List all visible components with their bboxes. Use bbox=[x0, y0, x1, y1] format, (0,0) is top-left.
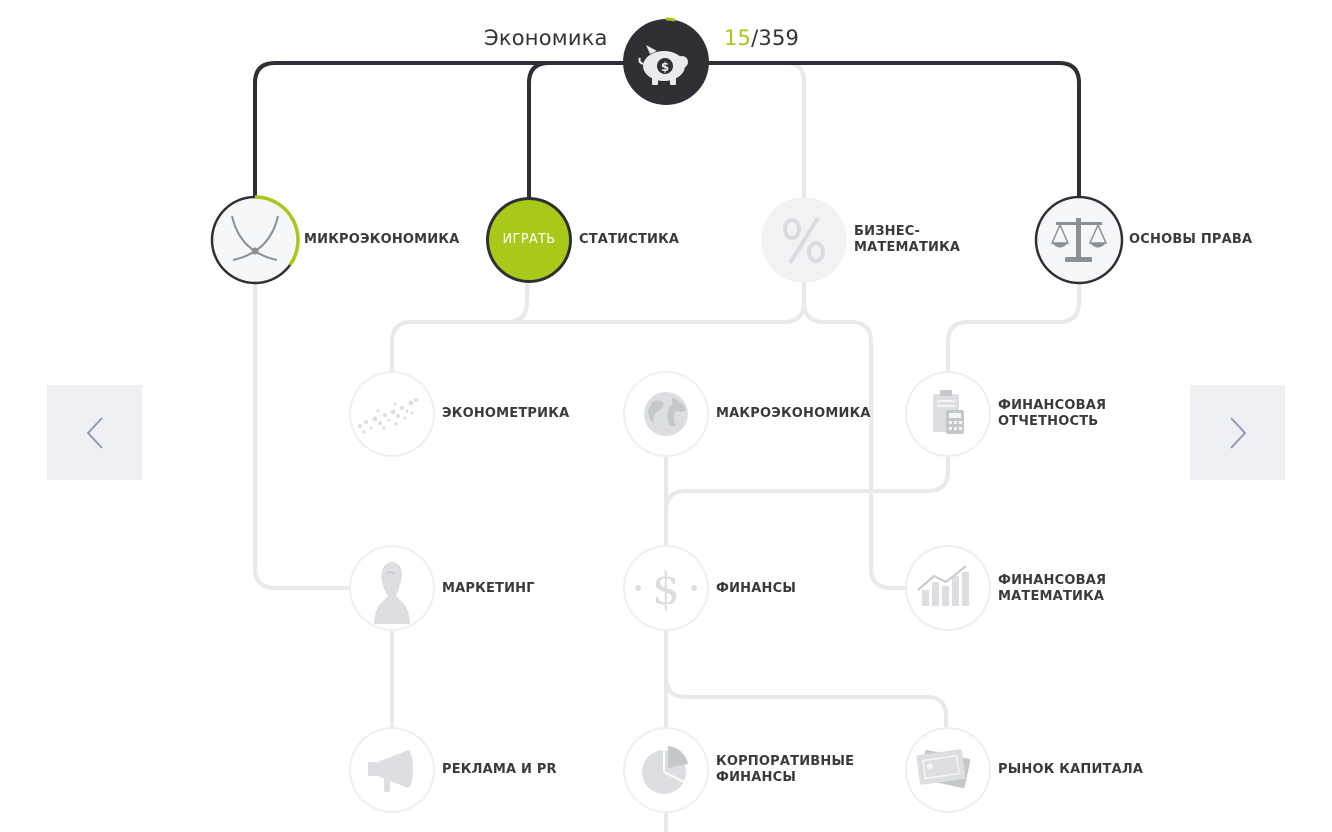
connector-micro-marketing bbox=[253, 283, 350, 590]
clipboard-calculator-icon bbox=[933, 390, 964, 434]
label-marketing[interactable]: МАРКЕТИНГ bbox=[442, 581, 535, 596]
node-marketing[interactable] bbox=[349, 545, 435, 631]
unlocked-connectors bbox=[253, 61, 1081, 198]
progress-arc bbox=[254, 195, 300, 267]
label-econometrics[interactable]: ЭКОНОМЕТРИКА bbox=[442, 406, 570, 421]
label-statistics[interactable]: СТАТИСТИКА bbox=[579, 232, 680, 247]
bar-chart-icon bbox=[917, 565, 969, 606]
share-certificates-icon bbox=[916, 749, 971, 789]
connector-bizmath-econometrics bbox=[412, 283, 806, 324]
bust-icon bbox=[374, 562, 410, 624]
connector-finance-capitalmarket bbox=[664, 630, 948, 729]
node-statistics[interactable] bbox=[486, 197, 572, 283]
connector-root-law bbox=[706, 61, 1081, 198]
connector-law-finreporting bbox=[946, 283, 1081, 372]
node-econometrics[interactable] bbox=[349, 371, 435, 457]
scatter-plot-icon bbox=[358, 398, 418, 434]
node-financial-reporting[interactable] bbox=[905, 371, 991, 457]
piggy-bank-dollar-icon: $ bbox=[638, 45, 688, 85]
dollar-icon: $ bbox=[635, 564, 697, 615]
connector-stats-econometrics bbox=[390, 283, 529, 372]
node-law-basics[interactable] bbox=[1034, 195, 1124, 285]
connector-root-micro bbox=[253, 61, 625, 198]
globe-icon bbox=[644, 392, 688, 436]
prev-button[interactable] bbox=[47, 385, 142, 480]
play-button[interactable]: ИГРАТЬ bbox=[502, 232, 556, 247]
node-microeconomics[interactable] bbox=[210, 195, 300, 285]
node-corporate-finance[interactable] bbox=[623, 727, 709, 813]
connector-finreporting-finance bbox=[664, 456, 950, 546]
node-macroeconomics[interactable] bbox=[623, 371, 709, 457]
node-financial-math[interactable] bbox=[905, 545, 991, 631]
progress-total: 359 bbox=[758, 26, 800, 50]
locked-connectors bbox=[253, 61, 1081, 832]
label-advertising-pr[interactable]: РЕКЛАМА И PR bbox=[442, 762, 557, 777]
root-node-economics[interactable]: $ bbox=[623, 17, 709, 105]
label-macroeconomics[interactable]: МАКРОЭКОНОМИКА bbox=[716, 406, 871, 421]
megaphone-icon bbox=[368, 750, 413, 792]
scales-icon bbox=[1050, 218, 1108, 262]
chevron-left-icon bbox=[86, 416, 103, 449]
supply-demand-curves-icon bbox=[231, 215, 279, 261]
progress-done: 15 bbox=[724, 26, 752, 50]
root-progress-arc bbox=[665, 17, 676, 22]
node-business-math[interactable] bbox=[761, 197, 847, 283]
node-advertising-pr[interactable] bbox=[349, 727, 435, 813]
connector-root-stats bbox=[527, 61, 625, 198]
label-business-math[interactable]: БИЗНЕС-МАТЕМАТИКА bbox=[854, 224, 961, 255]
next-button[interactable] bbox=[1190, 385, 1285, 480]
label-finance[interactable]: ФИНАНСЫ bbox=[716, 581, 797, 596]
connector-root-business-math bbox=[706, 61, 806, 198]
label-law-basics[interactable]: ОСНОВЫ ПРАВА bbox=[1129, 232, 1253, 247]
label-microeconomics[interactable]: МИКРОЭКОНОМИКА bbox=[304, 232, 460, 247]
svg-text:$: $ bbox=[652, 564, 680, 615]
connector-bizmath-finmath bbox=[802, 283, 907, 590]
progress-counter: 15/359 bbox=[724, 26, 799, 50]
node-capital-market[interactable] bbox=[905, 727, 991, 813]
chevron-right-icon bbox=[1229, 416, 1246, 449]
progress-separator: / bbox=[751, 26, 759, 50]
pie-chart-icon bbox=[642, 746, 688, 794]
node-finance[interactable]: $ bbox=[623, 545, 709, 631]
svg-text:$: $ bbox=[661, 60, 669, 74]
category-title: Экономика bbox=[484, 26, 608, 50]
percent-icon bbox=[783, 216, 825, 265]
label-capital-market[interactable]: РЫНОК КАПИТАЛА bbox=[998, 762, 1144, 777]
